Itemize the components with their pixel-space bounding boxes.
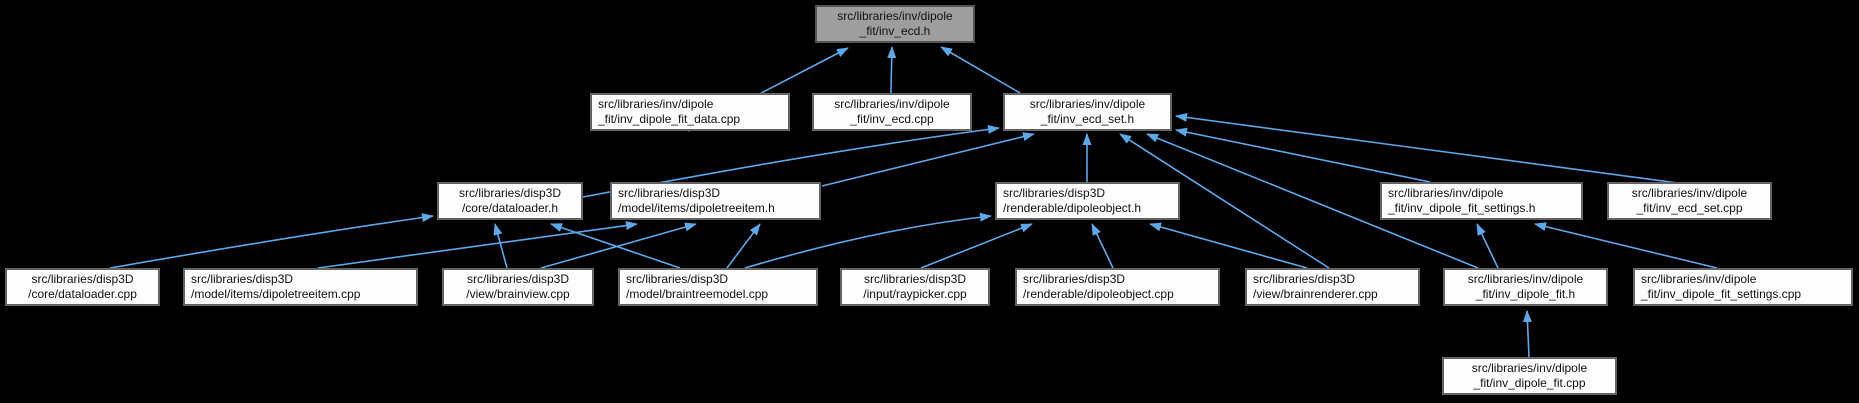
graph-node-label-line: _fit/inv_ecd.cpp — [850, 112, 934, 126]
graph-node-inv_ecd_set_h[interactable]: src/libraries/inv/dipole_fit/inv_ecd_set… — [1003, 93, 1172, 131]
graph-node-label-line: src/libraries/inv/dipole — [1388, 186, 1504, 200]
graph-node-label-line: /core/dataloader.h — [461, 201, 559, 215]
edge-inv_ecd_set_cpp-to-inv_ecd_set_h — [1175, 112, 1679, 184]
graph-node-inv_ecd_set_cpp[interactable]: src/libraries/inv/dipole_fit/inv_ecd_set… — [1607, 182, 1772, 220]
graph-node-label-line: src/libraries/disp3D — [1003, 186, 1106, 200]
graph-node-dipoletreeitem_cpp[interactable]: src/libraries/disp3D/model/items/dipolet… — [183, 268, 418, 306]
graph-node-label-line: src/libraries/inv/dipole — [1631, 186, 1748, 200]
graph-node-inv_dipole_fit_h[interactable]: src/libraries/inv/dipole_fit/inv_dipole_… — [1443, 268, 1608, 306]
graph-node-label-line: /view/brainrenderer.cpp — [1253, 287, 1378, 301]
graph-node-label-line: /view/brainview.cpp — [466, 287, 570, 301]
graph-node-dipoleobject_h[interactable]: src/libraries/disp3D/renderable/dipoleob… — [995, 182, 1180, 220]
edge-raypicker_cpp-to-dipoleobject_h — [920, 223, 1033, 269]
edge-inv_dipole_fit_h-to-inv_ecd_set_h — [1146, 133, 1479, 269]
graph-node-dipoleobject_cpp[interactable]: src/libraries/disp3D/renderable/dipoleob… — [1015, 268, 1220, 306]
edge-brainview_cpp-to-dipoletreeitem_h — [540, 222, 697, 269]
graph-node-raypicker_cpp[interactable]: src/libraries/disp3D/input/raypicker.cpp — [840, 268, 990, 306]
graph-node-label-line: _fit/inv_dipole_fit.cpp — [1473, 376, 1586, 390]
edge-brainrenderer_cpp-to-dipoleobject_h — [1149, 222, 1308, 269]
graph-node-inv_ecd_cpp[interactable]: src/libraries/inv/dipole_fit/inv_ecd.cpp — [812, 93, 972, 131]
edge-dipoleobject_cpp-to-dipoleobject_h — [1091, 223, 1114, 269]
graph-node-brainview_cpp[interactable]: src/libraries/disp3D/view/brainview.cpp — [442, 268, 594, 306]
edge-braintreemodel_cpp-to-dipoletreeitem_h — [726, 223, 761, 269]
graph-node-label-line: src/libraries/inv/dipole — [834, 97, 950, 111]
graph-node-label-line: src/libraries/disp3D — [626, 272, 729, 286]
graph-node-label-line: src/libraries/disp3D — [458, 186, 562, 200]
graph-node-braintreemodel_cpp[interactable]: src/libraries/disp3D/model/braintreemode… — [618, 268, 818, 306]
graph-node-label-line: src/libraries/inv/dipole — [598, 97, 714, 111]
graph-node-label-line: src/libraries/inv/dipole — [837, 9, 953, 23]
graph-node-label-line: src/libraries/disp3D — [618, 186, 721, 200]
edge-inv_dipole_fit_settings_h-to-inv_ecd_set_h — [1175, 127, 1431, 183]
graph-node-label-line: /renderable/dipoleobject.h — [1003, 201, 1142, 215]
graph-node-label-line: _fit/inv_dipole_fit_data.cpp — [598, 112, 741, 126]
graph-node-label-line: src/libraries/inv/dipole — [1029, 97, 1146, 111]
graph-node-inv_dipole_fit_data_cpp[interactable]: src/libraries/inv/dipole_fit/inv_dipole_… — [590, 93, 790, 131]
graph-node-label-line: _fit/inv_ecd_set.cpp — [1636, 201, 1743, 215]
graph-node-label-line: _fit/inv_dipole_fit_settings.cpp — [1641, 287, 1802, 301]
edge-dipoletreeitem_cpp-to-dipoletreeitem_h — [317, 221, 638, 269]
graph-node-label-line: /input/raypicker.cpp — [863, 287, 967, 301]
edge-brainview_cpp-to-dataloader_h — [493, 223, 508, 269]
graph-node-label-line: src/libraries/disp3D — [863, 272, 967, 286]
graph-node-label-line: _fit/inv_dipole_fit.h — [1475, 287, 1576, 301]
graph-node-label-line: /core/dataloader.cpp — [28, 287, 137, 301]
graph-node-label-line: src/libraries/inv/dipole — [1467, 272, 1584, 286]
edge-inv_dipole_fit_cpp-to-inv_dipole_fit_h — [1522, 310, 1532, 358]
graph-node-inv_dipole_fit_settings_h[interactable]: src/libraries/inv/dipole_fit/inv_dipole_… — [1380, 182, 1583, 220]
edge-braintreemodel_cpp-to-dipoleobject_h — [744, 212, 992, 269]
edge-inv_ecd_set_h-to-inv_ecd_h — [940, 46, 1021, 94]
edge-dataloader_cpp-to-dataloader_h — [109, 213, 434, 269]
graph-node-inv_dipole_fit_settings_cpp[interactable]: src/libraries/inv/dipole_fit/inv_dipole_… — [1633, 268, 1853, 306]
graph-node-label-line: /model/braintreemodel.cpp — [626, 287, 769, 301]
graph-node-label-line: src/libraries/disp3D — [1023, 272, 1126, 286]
graph-node-label-line: src/libraries/disp3D — [191, 272, 294, 286]
graph-node-dipoletreeitem_h[interactable]: src/libraries/disp3D/model/items/dipolet… — [610, 182, 821, 220]
graph-node-inv_ecd_h[interactable]: src/libraries/inv/dipole_fit/inv_ecd.h — [815, 5, 975, 43]
edge-dipoletreeitem_h-to-inv_ecd_set_h — [821, 132, 1035, 187]
graph-node-label-line: src/libraries/disp3D — [466, 272, 570, 286]
graph-node-label-line: /model/items/dipoletreeitem.cpp — [191, 287, 361, 301]
graph-node-dataloader_cpp[interactable]: src/libraries/disp3D/core/dataloader.cpp — [5, 268, 160, 306]
graph-node-label-line: /renderable/dipoleobject.cpp — [1023, 287, 1174, 301]
graph-node-label-line: src/libraries/disp3D — [31, 272, 134, 286]
edge-braintreemodel_cpp-to-dataloader_h — [550, 223, 681, 269]
graph-node-label-line: _fit/inv_ecd.h — [859, 24, 931, 38]
graph-node-label-line: _fit/inv_dipole_fit_settings.h — [1388, 201, 1536, 215]
edge-inv_dipole_fit_h-to-inv_dipole_fit_settings_h — [1476, 223, 1499, 269]
graph-node-label-line: /model/items/dipoletreeitem.h — [618, 201, 775, 215]
graph-node-label-line: _fit/inv_ecd_set.h — [1040, 112, 1135, 126]
edge-brainrenderer_cpp-to-inv_ecd_set_h — [1119, 133, 1330, 269]
graph-node-dataloader_h[interactable]: src/libraries/disp3D/core/dataloader.h — [437, 182, 583, 220]
edge-inv_dipole_fit_settings_cpp-to-inv_dipole_fit_settings_h — [1534, 222, 1718, 269]
graph-node-label-line: src/libraries/inv/dipole — [1641, 272, 1757, 286]
graph-node-label-line: src/libraries/inv/dipole — [1471, 361, 1588, 375]
graph-node-inv_dipole_fit_cpp[interactable]: src/libraries/inv/dipole_fit/inv_dipole_… — [1442, 357, 1617, 395]
graph-node-label-line: src/libraries/disp3D — [1253, 272, 1356, 286]
graph-node-brainrenderer_cpp[interactable]: src/libraries/disp3D/view/brainrenderer.… — [1245, 268, 1420, 306]
